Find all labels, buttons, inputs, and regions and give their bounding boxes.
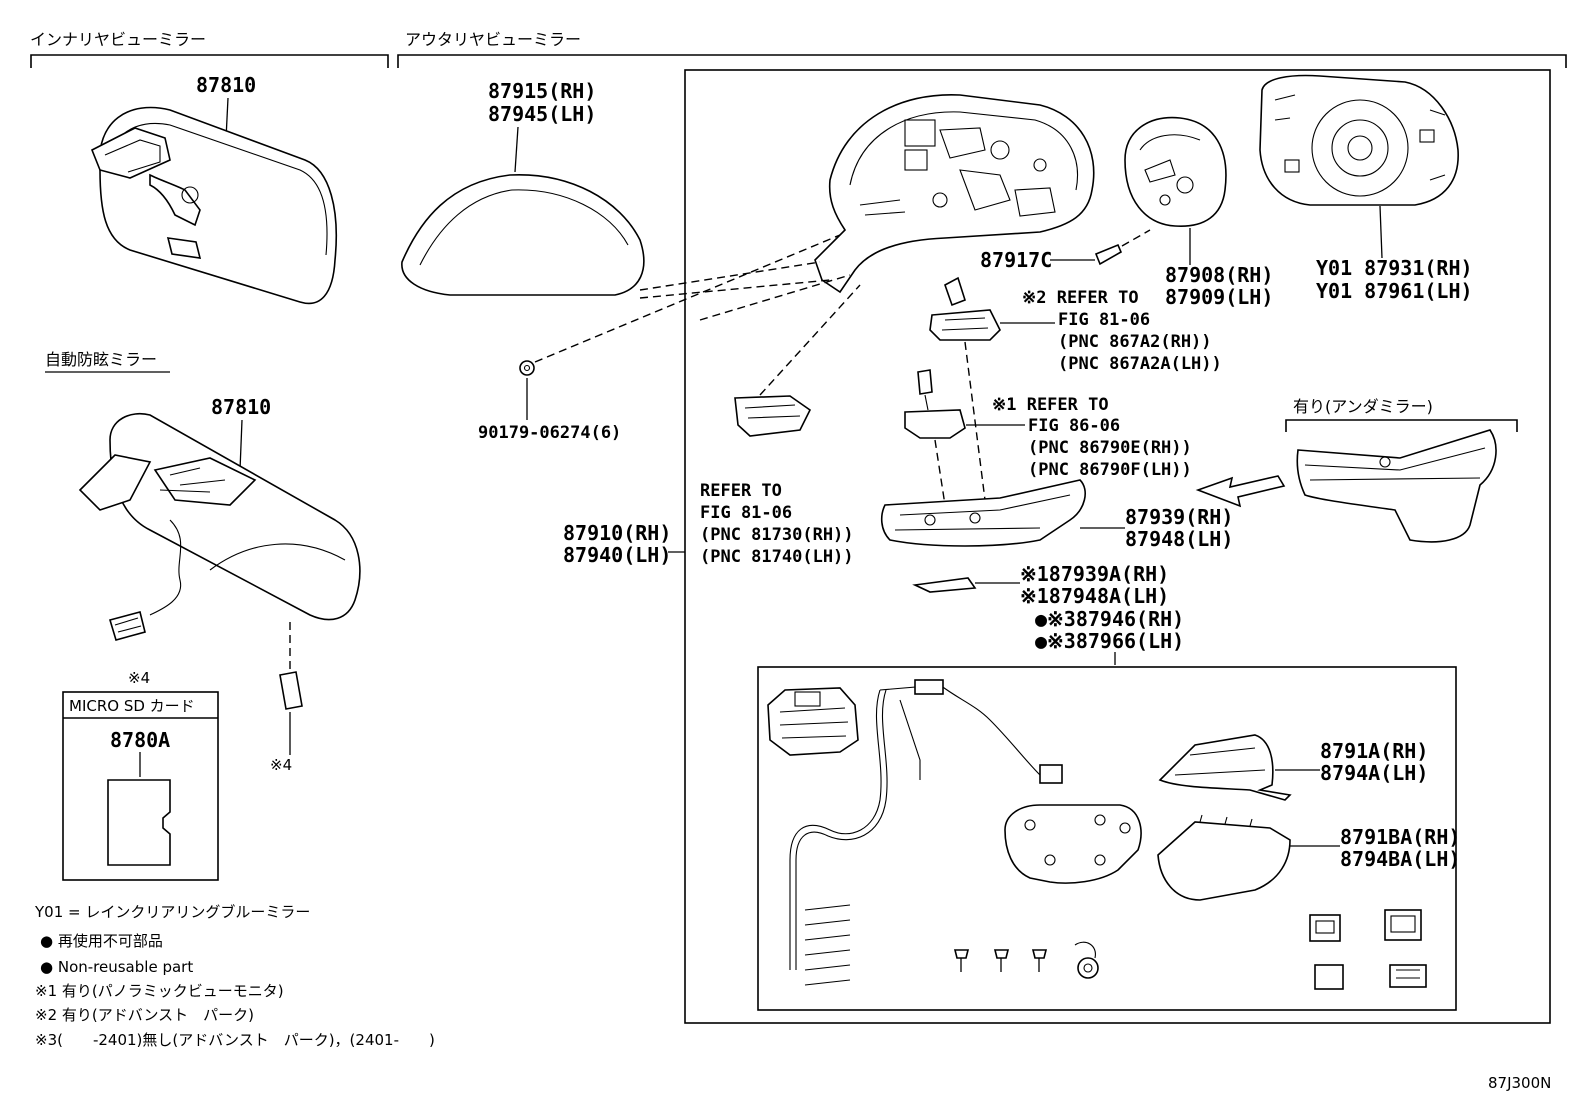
outer-bracket xyxy=(397,54,1567,68)
ref2-line2: FIG 81-06 xyxy=(1058,310,1150,330)
label-8791a[interactable]: 8791A(RH) xyxy=(1320,739,1428,763)
wire-clamp-part[interactable] xyxy=(1074,941,1099,979)
label-8791ba[interactable]: 8791BA(RH) xyxy=(1340,825,1460,849)
label-87909[interactable]: 87909(LH) xyxy=(1165,285,1273,309)
mirror-housing-part[interactable] xyxy=(814,94,1095,294)
ref2-line1[interactable]: ※2 REFER TO xyxy=(1022,288,1139,308)
label-87948[interactable]: 87948(LH) xyxy=(1125,527,1233,551)
label-87939a[interactable]: ※187939A(RH) xyxy=(1020,562,1169,586)
motor-unit-part[interactable] xyxy=(767,687,859,756)
under-mirror-cover-part[interactable] xyxy=(1296,429,1497,543)
outer-mirror-assembly-frame xyxy=(684,69,1551,1024)
sd-mark: ※4 xyxy=(128,669,150,687)
label-87940[interactable]: 87940(LH) xyxy=(563,543,671,567)
sd-card-title: MICRO SD カード xyxy=(69,697,195,715)
ref3-line2: FIG 81-06 xyxy=(700,503,792,523)
note-nonreusable-en: ● Non-reusable part xyxy=(40,958,193,976)
ref2-line3: (PNC 867A2(RH)) xyxy=(1058,332,1212,352)
label-87810-a[interactable]: 87810 xyxy=(196,73,256,97)
sd-card-small[interactable] xyxy=(279,671,303,710)
clip-90179[interactable] xyxy=(519,360,535,376)
turn-signal-part[interactable] xyxy=(734,395,812,437)
side-camera-part[interactable] xyxy=(904,369,966,439)
inner-mirror-part[interactable] xyxy=(90,106,338,305)
label-8780a[interactable]: 8780A xyxy=(110,728,170,752)
label-90179[interactable]: 90179-06274(6) xyxy=(478,423,621,443)
camera-module-part[interactable] xyxy=(929,276,1001,341)
label-87915[interactable]: 87915(RH) xyxy=(488,79,596,103)
base-plate-part[interactable] xyxy=(1004,804,1142,884)
lower-cover-87939-part[interactable] xyxy=(880,479,1086,547)
direction-arrow xyxy=(1195,475,1286,508)
label-8794ba[interactable]: 8794BA(LH) xyxy=(1340,847,1460,871)
note-y01: Y01 = レインクリアリングブルーミラー xyxy=(34,903,310,921)
wire-harness-part[interactable] xyxy=(789,679,1063,986)
ref1-line2: FIG 86-06 xyxy=(1028,416,1120,436)
label-87966[interactable]: ●※387966(LH) xyxy=(1035,629,1184,653)
mirror-87931-part[interactable] xyxy=(1259,74,1459,206)
note-3: ※3( -2401)無し(アドバンスト パーク)，(2401- ) xyxy=(35,1031,435,1049)
ref1-line4: (PNC 86790F(LH)) xyxy=(1028,460,1192,480)
header-inner-mirror: インナリヤビューミラー xyxy=(30,30,206,49)
ref3-line4: (PNC 81740(LH)) xyxy=(700,547,854,567)
under-mirror-bracket xyxy=(1285,419,1518,432)
ref2-line4: (PNC 867A2A(LH)) xyxy=(1058,354,1222,374)
sd-card-box xyxy=(62,691,219,881)
label-87908[interactable]: 87908(RH) xyxy=(1165,263,1273,287)
ref1-line3: (PNC 86790E(RH)) xyxy=(1028,438,1192,458)
header-under-mirror: 有り(アンダミラー) xyxy=(1293,397,1433,416)
label-87946[interactable]: ●※387946(RH) xyxy=(1035,607,1184,631)
upper-cover-8791a-part[interactable] xyxy=(1158,734,1292,801)
auto-dimming-mirror-part[interactable] xyxy=(78,413,361,641)
label-87910[interactable]: 87910(RH) xyxy=(563,521,671,545)
screw-set-part[interactable] xyxy=(953,949,1048,972)
label-87939[interactable]: 87939(RH) xyxy=(1125,505,1233,529)
header-auto-dimming: 自動防眩ミラー xyxy=(45,350,157,369)
label-y01-87931[interactable]: Y01 87931(RH) xyxy=(1316,256,1473,280)
note-2: ※2 有り(アドバンスト パーク) xyxy=(35,1006,254,1024)
wiring-subassembly-frame xyxy=(757,666,1457,1011)
connector-set-part[interactable] xyxy=(1309,909,1427,990)
label-87810-b[interactable]: 87810 xyxy=(211,395,271,419)
label-87945[interactable]: 87945(LH) xyxy=(488,102,596,126)
mark4-label: ※4 xyxy=(270,756,292,774)
header-outer-mirror: アウタリヤビューミラー xyxy=(405,30,581,49)
screw-87917c[interactable] xyxy=(1094,243,1123,266)
label-87948a[interactable]: ※187948A(LH) xyxy=(1020,584,1169,608)
label-y01-87961[interactable]: Y01 87961(LH) xyxy=(1316,279,1473,303)
ref3-line3: (PNC 81730(RH)) xyxy=(700,525,854,545)
diagram-id: 87J300N xyxy=(1488,1074,1551,1092)
micro-sd-card[interactable] xyxy=(107,779,171,866)
ref3-line1[interactable]: REFER TO xyxy=(700,481,782,501)
label-87917c[interactable]: 87917C xyxy=(980,248,1052,272)
note-nonreusable-jp: ● 再使用不可部品 xyxy=(40,932,163,950)
ref1-line1[interactable]: ※1 REFER TO xyxy=(992,395,1109,415)
lower-cover-8791ba-part[interactable] xyxy=(1157,814,1291,901)
label-8794a[interactable]: 8794A(LH) xyxy=(1320,761,1428,785)
note-1: ※1 有り(パノラミックビューモニタ) xyxy=(35,982,284,1000)
small-cover-87939a[interactable] xyxy=(912,577,977,593)
actuator-87908-part[interactable] xyxy=(1124,116,1227,227)
inner-bracket xyxy=(30,54,389,68)
